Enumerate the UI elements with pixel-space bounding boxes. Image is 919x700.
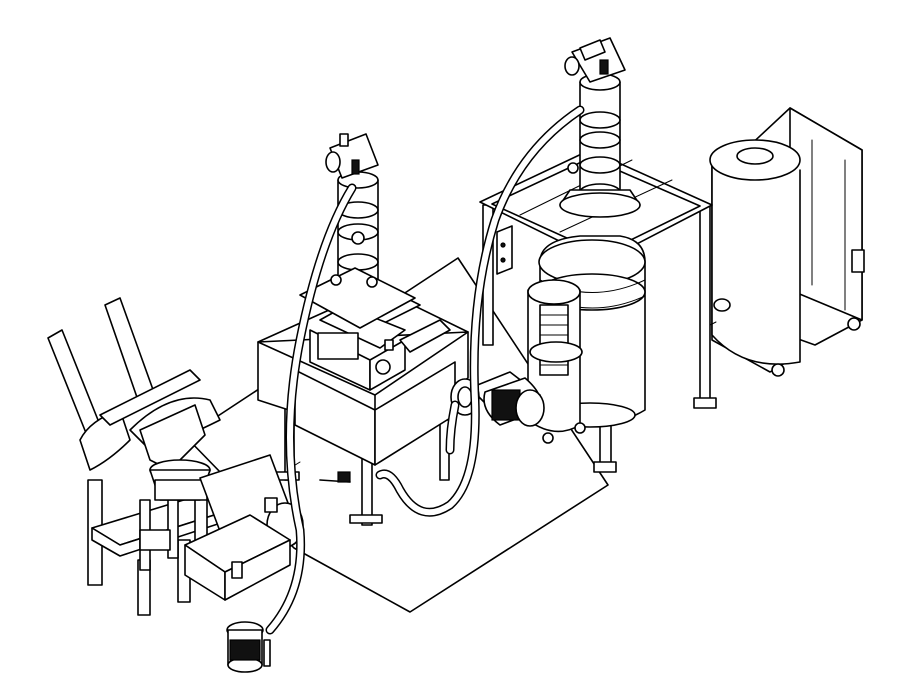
cyclone-separator	[496, 225, 646, 444]
bag-dump-station	[47, 297, 304, 616]
bottom-receiver	[226, 621, 271, 673]
vacuum-conveyor-left	[299, 133, 416, 329]
storage-tank	[699, 107, 865, 377]
vacuum-conveyor-right	[559, 37, 641, 218]
hose-lines	[265, 105, 585, 635]
vacuum-pump	[450, 371, 545, 427]
